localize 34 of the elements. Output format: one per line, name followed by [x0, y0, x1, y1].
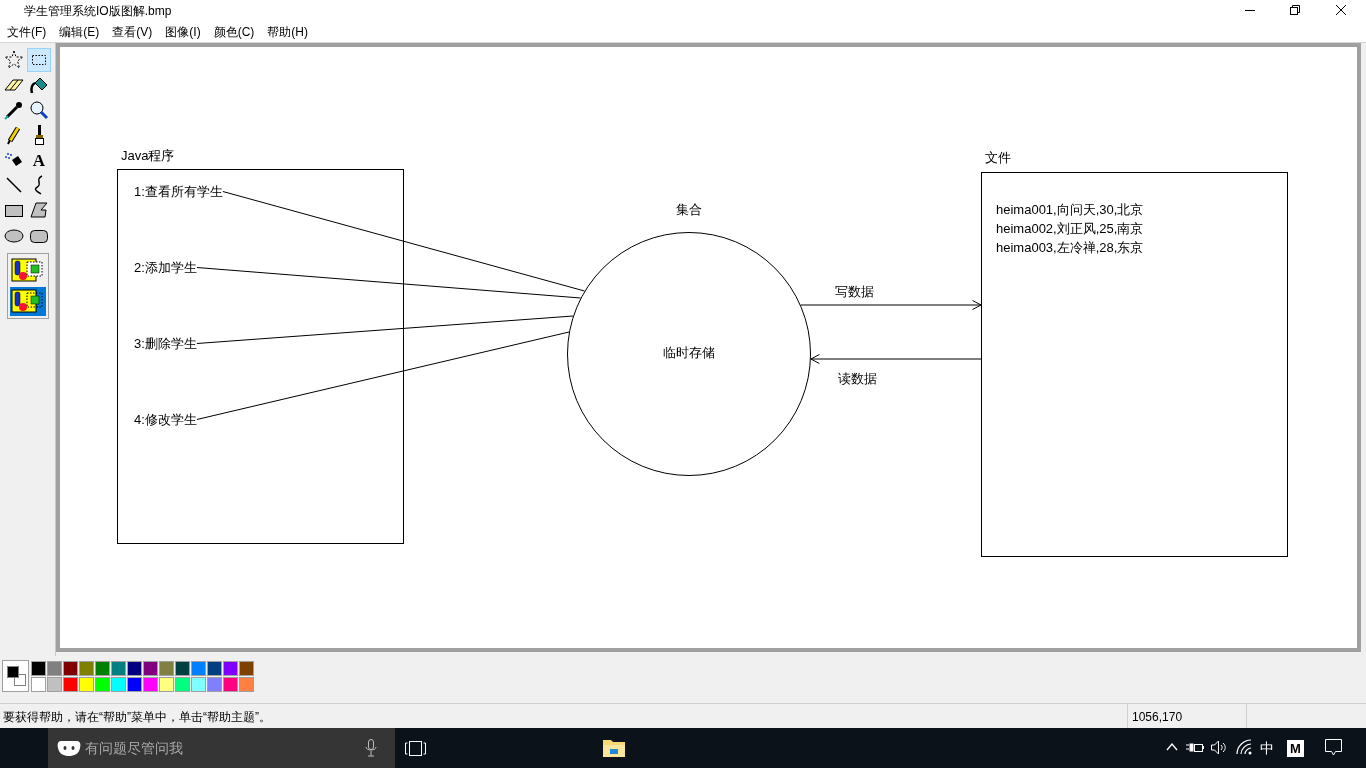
program-box [117, 147, 404, 544]
circle-heading: 集合 [676, 202, 702, 217]
input-mode-indicator: M [1287, 740, 1304, 757]
edge-label: 写数据 [834, 283, 876, 299]
window-title: 学生管理系统IO版图解.bmp [24, 3, 172, 19]
edge-label: 读数据 [837, 370, 879, 386]
file-box [981, 149, 1288, 557]
menu-item: 查看(V) [112, 24, 153, 40]
box-heading: 文件 [985, 150, 1011, 165]
arrow [810, 354, 982, 364]
connector-line [196, 267, 582, 299]
menu-item: 文件(F) [7, 24, 47, 40]
connector-line [196, 315, 574, 344]
option-text: 3:删除学生 [134, 336, 197, 351]
connector-line [222, 191, 586, 292]
menu-item: 颜色(C) [213, 24, 255, 40]
storage-circle [567, 200, 811, 476]
search-field: 有问题尽管问我 [48, 728, 395, 768]
option-text: 2:添加学生 [134, 260, 197, 275]
cursor-position-text: 1056,170 [1132, 709, 1183, 725]
record-text: heima002,刘正风,25,南京 [996, 220, 1144, 238]
option-text: 1:查看所有学生 [134, 184, 223, 199]
record-text: heima001,向问天,30,北京 [996, 201, 1144, 219]
menu-item: 编辑(E) [59, 24, 100, 40]
option-text: 4:修改学生 [134, 412, 197, 427]
connector-line [196, 331, 570, 420]
status-text: 要获得帮助，请在“帮助”菜单中，单击“帮助主题”。 [3, 709, 271, 725]
record-text: heima003,左冷禅,28,东京 [996, 239, 1144, 257]
circle-label: 临时存储 [663, 344, 715, 360]
menu-item: 帮助(H) [267, 24, 308, 40]
box-heading: Java程序 [121, 148, 175, 163]
menu-item: 图像(I) [165, 24, 201, 40]
input-language-text: 中 [1260, 740, 1274, 756]
text-tool: A [31, 149, 47, 172]
